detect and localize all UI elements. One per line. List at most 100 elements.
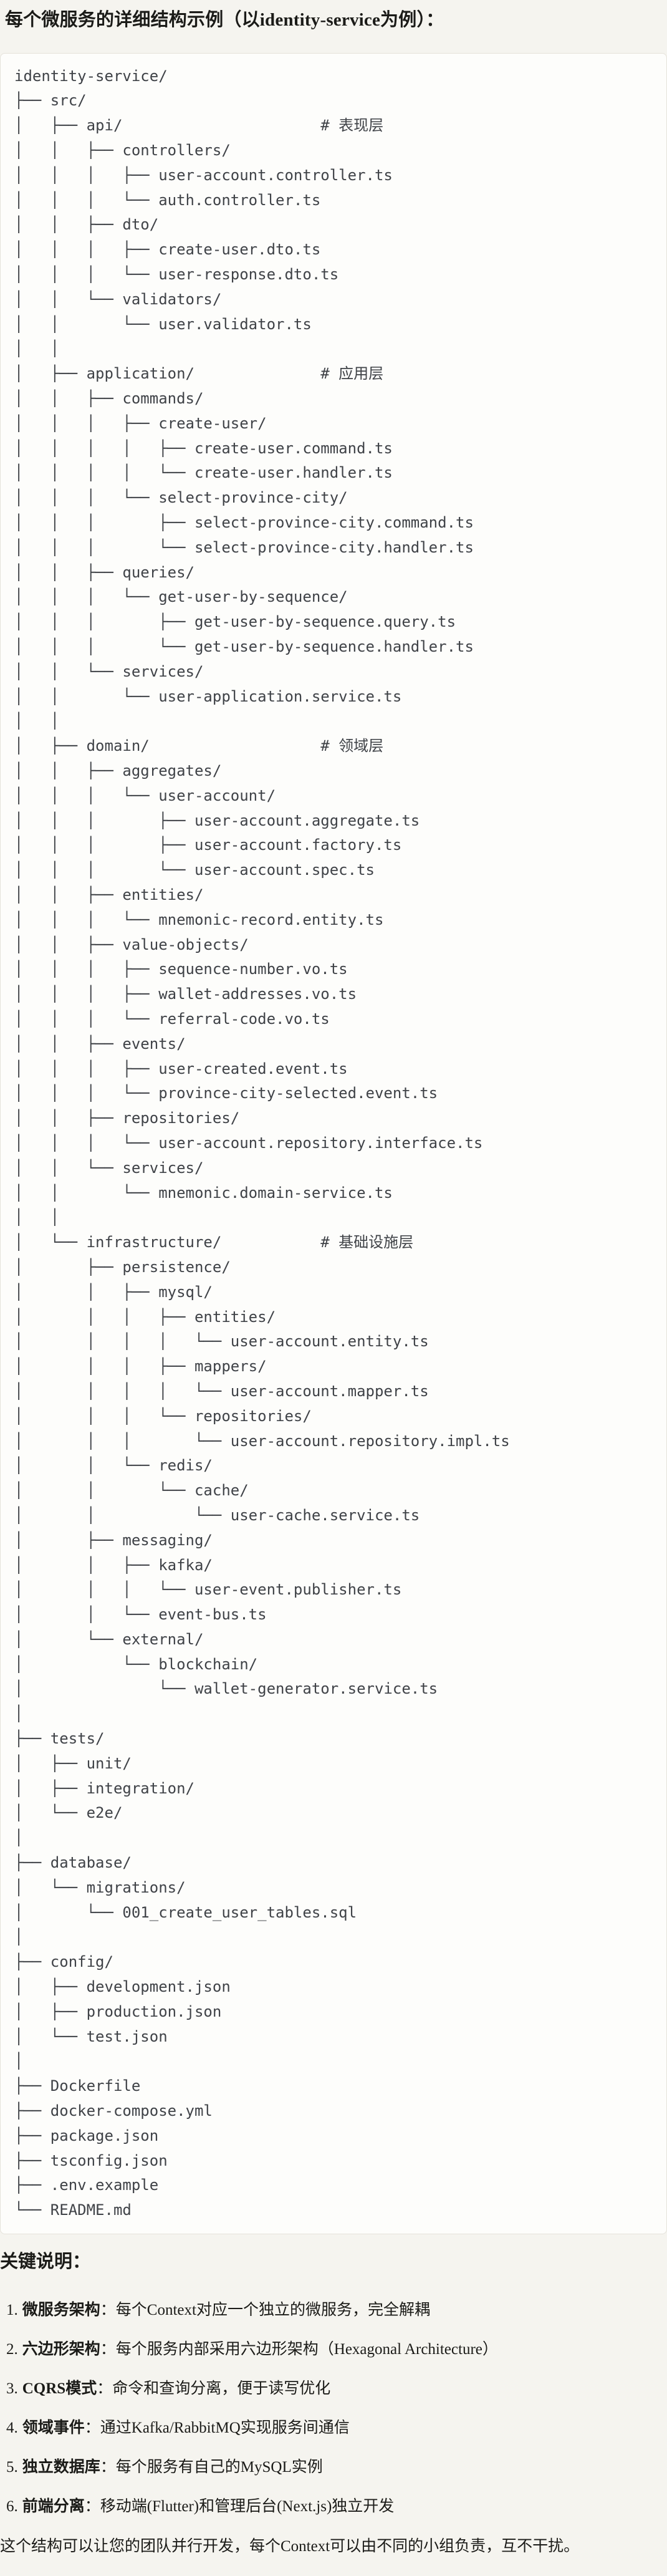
tree-line-text: ├── Dockerfile	[14, 2077, 141, 2095]
tree-line-text: │ ├── integration/	[14, 1779, 194, 1797]
note-item-description: 命令和查询分离，便于读写优化	[112, 2380, 331, 2398]
tree-line-text: │ │ │ ├── user-account.factory.ts	[14, 836, 402, 854]
tree-line: │ │ │ │ └── create-user.handler.ts	[14, 461, 655, 486]
tree-line-text: │ │ │ └── user-account.repository.interf…	[14, 1134, 483, 1152]
tree-line: │ ├── messaging/	[14, 1528, 655, 1553]
tree-line-text: │ │ │ └── select-province-city.handler.t…	[14, 538, 474, 556]
tree-line: │ │ │ └── user-event.publisher.ts	[14, 1578, 655, 1603]
tree-line-text: │ ├── production.json	[14, 2002, 222, 2020]
tree-line: │ │ │ ├── create-user.dto.ts	[14, 238, 655, 263]
note-item-num: 5.	[6, 2459, 18, 2476]
tree-line: │ │ └── redis/	[14, 1454, 655, 1479]
tree-line-text: │ │	[14, 340, 60, 358]
tree-line-text: │ │ └── user-cache.service.ts	[14, 1506, 420, 1524]
note-item-term: CQRS模式	[22, 2380, 97, 2398]
tree-line-comment: # 应用层	[320, 365, 384, 383]
tree-line-text: │ ├── development.json	[14, 1978, 231, 1996]
tree-line-text: │ ├── messaging/	[14, 1531, 213, 1549]
tree-line-text: │ │ │ ├── get-user-by-sequence.query.ts	[14, 613, 456, 631]
tree-line-comment: # 基础设施层	[320, 1233, 414, 1252]
tree-line-text: │ │ │ ├── user-account.controller.ts	[14, 166, 393, 184]
tree-line-text: │ │ ├── value-objects/	[14, 935, 249, 953]
tree-line: │ ├── integration/	[14, 1777, 655, 1802]
tree-line-text: ├── database/	[14, 1854, 132, 1872]
tree-line-text: │ │ │ ├── select-province-city.command.t…	[14, 514, 474, 532]
tree-line: │ │ │ ├── user-account.factory.ts	[14, 833, 655, 858]
tree-line: │ │ │ ├── get-user-by-sequence.query.ts	[14, 610, 655, 635]
note-item-separator: ：	[84, 2419, 100, 2437]
tree-line-text: identity-service/	[14, 67, 168, 85]
tree-line-text: │ └── external/	[14, 1630, 204, 1648]
tree-line-text: │ │ ├── entities/	[14, 885, 204, 904]
note-item-term: 前端分离	[22, 2498, 85, 2516]
tree-line-text: │ │ ├── aggregates/	[14, 762, 222, 779]
note-item: 5.独立数据库：每个服务有自己的MySQL实例	[6, 2459, 667, 2476]
tree-line-text: │ │ │ ├── wallet-addresses.vo.ts	[14, 985, 357, 1003]
note-item-description: 每个服务内部采用六边形架构（Hexagonal Architecture）	[115, 2341, 498, 2358]
note-item-num: 2.	[6, 2341, 18, 2358]
tree-line: │ └── wallet-generator.service.ts	[14, 1677, 655, 1702]
tree-line: │	[14, 1925, 655, 1950]
tree-line: │ │	[14, 337, 655, 362]
note-item: 2.六边形架构：每个服务内部采用六边形架构（Hexagonal Architec…	[6, 2341, 667, 2358]
note-item-description: 每个服务有自己的MySQL实例	[115, 2459, 323, 2476]
note-item: 4.领域事件：通过Kafka/RabbitMQ实现服务间通信	[6, 2419, 667, 2437]
tree-line-text: │ │ └── mnemonic.domain-service.ts	[14, 1184, 393, 1202]
code-block: identity-service/├── src/│ ├── api/# 表现层…	[0, 52, 667, 2235]
tree-line-text: │ │ │ │ └── user-account.mapper.ts	[14, 1382, 429, 1400]
tree-line: │ │ ├── commands/	[14, 387, 655, 412]
tree-line: │ └── test.json	[14, 2025, 655, 2050]
tree-line-text: │ │ └── services/	[14, 1159, 204, 1177]
note-item-num: 4.	[6, 2419, 18, 2437]
tree-line-text: │ │ │ │ └── user-account.entity.ts	[14, 1333, 429, 1351]
tree-line: │ │ │ ├── mappers/	[14, 1354, 655, 1379]
tree-line: │ └── 001_create_user_tables.sql	[14, 1901, 655, 1926]
tree-line-text: │ └── test.json	[14, 2027, 168, 2045]
tree-line-text: │ │ │ └── user-response.dto.ts	[14, 266, 339, 284]
note-item-description: 通过Kafka/RabbitMQ实现服务间通信	[100, 2419, 350, 2437]
tree-line: │ │ ├── repositories/	[14, 1106, 655, 1131]
tree-line-text: │ │ └── event-bus.ts	[14, 1606, 267, 1624]
tree-line-text: │ │ │ └── select-province-city/	[14, 489, 348, 507]
tree-line: │ │ │ └── auth.controller.ts	[14, 188, 655, 213]
tree-line-text: │ │ │ ├── entities/	[14, 1308, 276, 1326]
tree-line-text: │ │	[14, 712, 60, 730]
tree-line: │ │ │ └── user-account.repository.interf…	[14, 1131, 655, 1156]
tree-line-text: ├── .env.example	[14, 2176, 159, 2194]
tree-line-text: │ │ │ ├── create-user/	[14, 414, 267, 432]
tree-line: │ └── blockchain/	[14, 1652, 655, 1677]
tree-line: ├── src/	[14, 89, 655, 113]
tree-line: │ │ └── services/	[14, 1156, 655, 1181]
note-item-separator: ：	[100, 2459, 116, 2476]
tree-line: │ │ ├── entities/	[14, 883, 655, 908]
tree-line-text: │ │ │ └── auth.controller.ts	[14, 191, 321, 209]
tree-line: │ │ └── user-cache.service.ts	[14, 1503, 655, 1528]
tree-line-text: │ │ │ └── user-account/	[14, 786, 276, 804]
tree-line: ├── package.json	[14, 2124, 655, 2149]
tree-line: │ │ │ └── select-province-city/	[14, 486, 655, 511]
tree-line-text: │	[14, 1705, 24, 1723]
tree-line-text: │ │ ├── controllers/	[14, 142, 231, 160]
note-item-num: 1.	[6, 2302, 18, 2319]
tree-line: │ │ └── event-bus.ts	[14, 1603, 655, 1628]
tree-line-text: │ ├── persistence/	[14, 1258, 231, 1276]
tree-line: │ │ ├── queries/	[14, 561, 655, 586]
tree-line-text: │ └── wallet-generator.service.ts	[14, 1680, 438, 1698]
tree-line: │ │	[14, 709, 655, 734]
tree-line: identity-service/	[14, 64, 655, 89]
file-tree: identity-service/├── src/│ ├── api/# 表现层…	[14, 64, 655, 2223]
note-item-term: 领域事件	[22, 2419, 85, 2437]
tree-line: │ │ │ │ ├── create-user.command.ts	[14, 437, 655, 461]
tree-line: │	[14, 1702, 655, 1727]
tree-line-text: │ └── infrastructure/	[14, 1233, 222, 1252]
tree-line-text: │ │ └── cache/	[14, 1482, 249, 1500]
tree-line-text: │ │ └── redis/	[14, 1457, 213, 1475]
tree-line-text: │ │ │ ├── user-created.event.ts	[14, 1059, 348, 1078]
tree-line: │	[14, 2049, 655, 2074]
note-item: 3.CQRS模式：命令和查询分离，便于读写优化	[6, 2380, 667, 2398]
note-item: 6.前端分离：移动端(Flutter)和管理后台(Next.js)独立开发	[6, 2498, 667, 2516]
tree-line: │ ├── production.json	[14, 2000, 655, 2025]
tree-line: │ │ │ └── referral-code.vo.ts	[14, 1007, 655, 1032]
note-item-term: 六边形架构	[22, 2341, 100, 2358]
tree-line-text: │ └── 001_create_user_tables.sql	[14, 1903, 357, 1921]
